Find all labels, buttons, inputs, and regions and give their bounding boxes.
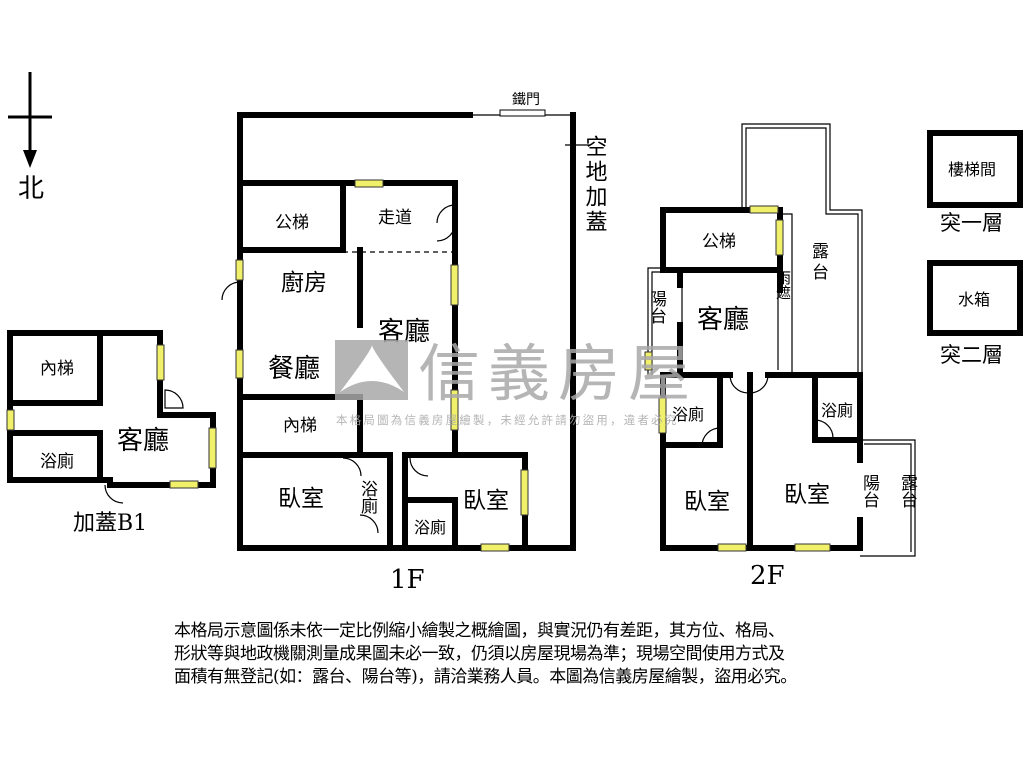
b1-walls <box>6 330 217 504</box>
watermark-notice: 本格局圖為信義房屋繪製，未經允許請勿盜用，違者必究 <box>336 413 679 427</box>
1f-room-label: 廚房 <box>281 270 327 296</box>
disclaimer-line: 面積有無登記(如：露台、陽台等)，請洽業務人員。本圖為信義房屋繪製，盜用必究。 <box>174 667 797 687</box>
2f-room-label: 露台 <box>808 242 829 284</box>
disclaimer: 本格局示意圖係未依一定比例縮小繪製之概繪圖，與實況仍有差距，其方位、格局、 形狀… <box>174 620 797 689</box>
stairwell-label: 樓梯間 <box>948 160 996 179</box>
brand-logo-icon <box>335 340 408 400</box>
2f-room-label: 雨遮 <box>774 270 792 300</box>
1f-room-label: 浴廁 <box>357 480 378 515</box>
roof-level-label: 突一層 <box>940 211 1003 235</box>
2f-floor-label: 2F <box>750 561 785 591</box>
1f-room-label: 浴廁 <box>414 518 446 537</box>
gate-label: 鐵門 <box>512 91 540 108</box>
2f-room-label: 公梯 <box>702 232 736 252</box>
north-label: 北 <box>18 174 44 204</box>
2f-room-label: 浴廁 <box>672 405 704 424</box>
water-tank-label: 水箱 <box>958 290 990 309</box>
stairwell-box <box>927 130 1023 208</box>
watermark: 信義房屋 本格局圖為信義房屋繪製，未經允許請勿盜用，違者必究 <box>335 337 698 427</box>
watermark-brand: 信義房屋 <box>418 337 698 410</box>
disclaimer-line: 本格局示意圖係未依一定比例縮小繪製之概繪圖，與實況仍有差距，其方位、格局、 <box>174 621 785 641</box>
roof-level-label: 突二層 <box>940 343 1003 367</box>
annex-label: 空地加蓋 <box>582 135 608 235</box>
1f-room-label: 臥室 <box>278 486 324 512</box>
north-arrow-icon <box>8 72 52 168</box>
b1-room-label: 客廳 <box>117 426 169 456</box>
2f-room-label: 露台 <box>897 474 918 508</box>
b1-room-label: 內梯 <box>40 359 74 379</box>
1f-walls <box>221 109 590 552</box>
water-tank-box <box>927 260 1023 336</box>
2f-room-label: 浴廁 <box>821 401 853 420</box>
2f-walls <box>644 123 916 557</box>
1f-room-label: 走道 <box>378 208 412 228</box>
1f-room-label: 臥室 <box>463 488 509 514</box>
1f-room-label: 內梯 <box>283 416 317 436</box>
b1-floor-label: 加蓋B1 <box>73 511 147 536</box>
svg-text:空地加蓋: 空地加蓋 <box>582 135 608 235</box>
1f-room-label: 餐廳 <box>268 354 320 384</box>
2f-room-label: 陽台 <box>859 474 879 508</box>
2f-room-label: 陽台 <box>646 290 666 324</box>
disclaimer-line: 形狀等與地政機關測量成果圖未必一致，仍須以房屋現場為準；現場空間使用方式及 <box>174 644 785 664</box>
2f-room-label: 臥室 <box>784 482 830 508</box>
2f-room-label: 客廳 <box>697 305 749 335</box>
b1-room-label: 浴廁 <box>40 451 74 472</box>
2f-room-label: 臥室 <box>684 489 730 515</box>
1f-room-label: 公梯 <box>275 213 309 233</box>
1f-floor-label: 1F <box>390 565 425 595</box>
